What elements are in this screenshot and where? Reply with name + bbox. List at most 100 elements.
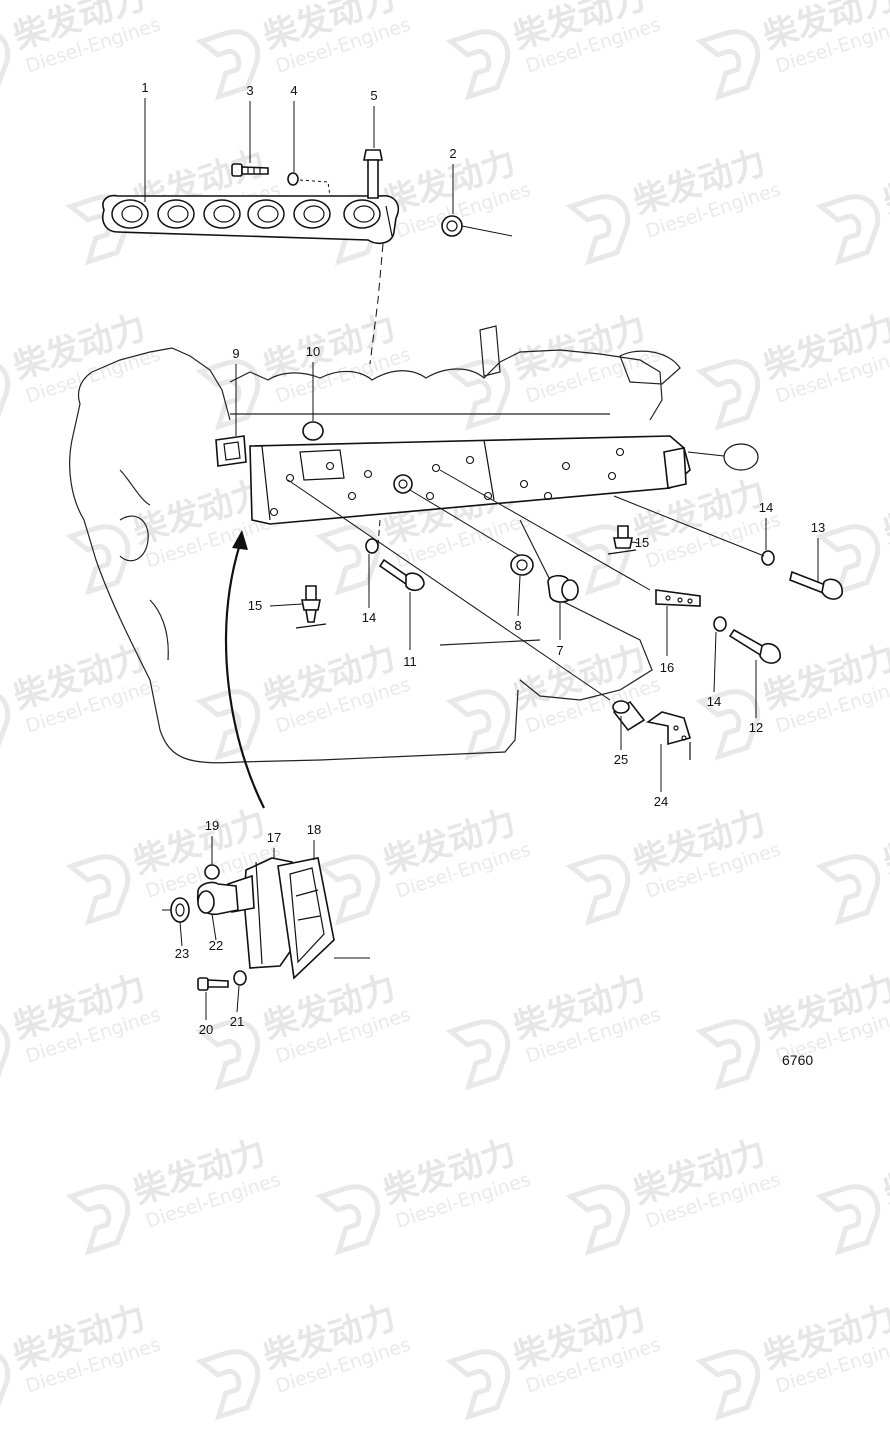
callout-label-c7: 7 bbox=[556, 643, 563, 658]
callout-label-c9: 9 bbox=[232, 346, 239, 361]
callout-label-c24: 24 bbox=[654, 794, 668, 809]
bolt-hole-5 bbox=[431, 463, 441, 473]
sleeve-part-25 bbox=[612, 700, 646, 732]
brand-d-logo-icon bbox=[65, 1184, 131, 1256]
brand-d-logo-icon bbox=[445, 1349, 511, 1421]
bolt-hole-6 bbox=[465, 455, 475, 465]
brand-d-logo-icon bbox=[695, 1349, 761, 1421]
washer-part-14-lower bbox=[713, 616, 727, 632]
brand-d-logo-icon bbox=[315, 524, 381, 596]
bolt-hole-13 bbox=[269, 507, 279, 517]
bolt-part-12 bbox=[728, 628, 781, 664]
callout-label-c21: 21 bbox=[230, 1014, 244, 1029]
dashed-leader-bolt bbox=[377, 519, 381, 547]
leader-line-sleeve bbox=[287, 479, 611, 701]
callout-label-c16: 16 bbox=[660, 660, 674, 675]
callout-label-c11: 11 bbox=[403, 654, 417, 669]
manifold-body-part-6 bbox=[249, 435, 691, 525]
bolt-hole-8 bbox=[561, 461, 571, 471]
washer-part-4 bbox=[287, 172, 331, 197]
manifold-port-4 bbox=[247, 199, 285, 229]
brand-d-logo-icon bbox=[565, 194, 631, 266]
washer-part-14-left bbox=[365, 538, 379, 554]
plug-part-7 bbox=[547, 574, 579, 603]
bolt-hole-12 bbox=[425, 491, 435, 501]
brand-d-logo-icon bbox=[195, 1019, 261, 1091]
brand-d-logo-icon bbox=[815, 1184, 881, 1256]
drain-valve-part-15-left bbox=[295, 585, 327, 629]
manifold-bolt-part-3 bbox=[231, 163, 269, 177]
brand-d-logo-icon bbox=[565, 854, 631, 926]
brand-d-logo-icon bbox=[815, 854, 881, 926]
manifold-port-2 bbox=[157, 199, 195, 229]
brand-d-logo-icon bbox=[695, 359, 761, 431]
callout-label-c2: 2 bbox=[449, 146, 456, 161]
leader-line-c8 bbox=[517, 575, 521, 617]
bolt-hole-10 bbox=[615, 447, 625, 457]
manifold-port-bore-5 bbox=[303, 205, 325, 223]
callout-leader-lines bbox=[144, 98, 819, 1020]
brand-d-logo-icon bbox=[195, 1349, 261, 1421]
washer-part-21 bbox=[233, 970, 247, 986]
stud-part-5 bbox=[363, 149, 383, 199]
watermark-brand-cn: 柴发动力 bbox=[879, 1132, 890, 1212]
leader-line-plug bbox=[409, 489, 521, 557]
callout-label-c3: 3 bbox=[246, 83, 253, 98]
watermark-brand-cn: 柴发动力 bbox=[879, 802, 890, 882]
manifold-port-6 bbox=[343, 199, 381, 229]
watermark-brand-cn: 柴发动力 bbox=[879, 472, 890, 552]
manifold-port-bore-3 bbox=[213, 205, 235, 223]
brand-d-logo-icon bbox=[445, 689, 511, 761]
brand-d-logo-icon bbox=[695, 29, 761, 101]
manifold-port-3 bbox=[203, 199, 241, 229]
brand-d-logo-icon bbox=[445, 359, 511, 431]
gasket-part-9 bbox=[215, 435, 247, 467]
washer-part-14-right bbox=[761, 550, 775, 566]
brand-d-logo-icon bbox=[315, 1184, 381, 1256]
leader-line-c23 bbox=[179, 921, 183, 947]
drain-valve-part-15-right bbox=[607, 525, 637, 555]
assembly-dashed-line bbox=[369, 243, 384, 365]
callout-label-c14b: 14 bbox=[707, 694, 721, 709]
brand-d-logo-icon bbox=[445, 1019, 511, 1091]
leader-line-c14b bbox=[713, 631, 717, 693]
callout-label-c14c: 14 bbox=[759, 500, 773, 515]
callout-label-c4: 4 bbox=[290, 83, 297, 98]
bolt-part-20 bbox=[197, 977, 229, 991]
leader-line-bolt-13 bbox=[613, 495, 765, 557]
assembly-arrow bbox=[224, 530, 265, 809]
washer-part-8 bbox=[510, 554, 534, 576]
exhaust-manifold-part-1 bbox=[102, 194, 400, 245]
callout-label-c14a: 14 bbox=[362, 610, 376, 625]
callout-label-c15a: 15 bbox=[248, 598, 262, 613]
gasket-part-18 bbox=[277, 857, 370, 980]
manifold-port-bore-1 bbox=[121, 205, 143, 223]
callout-label-c20: 20 bbox=[199, 1022, 213, 1037]
brand-d-logo-icon bbox=[65, 854, 131, 926]
sealing-ring-part-19 bbox=[204, 864, 220, 880]
callout-label-c18: 18 bbox=[307, 822, 321, 837]
bolt-hole-2 bbox=[325, 461, 335, 471]
brand-d-logo-icon bbox=[65, 524, 131, 596]
callout-label-c23: 23 bbox=[175, 946, 189, 961]
